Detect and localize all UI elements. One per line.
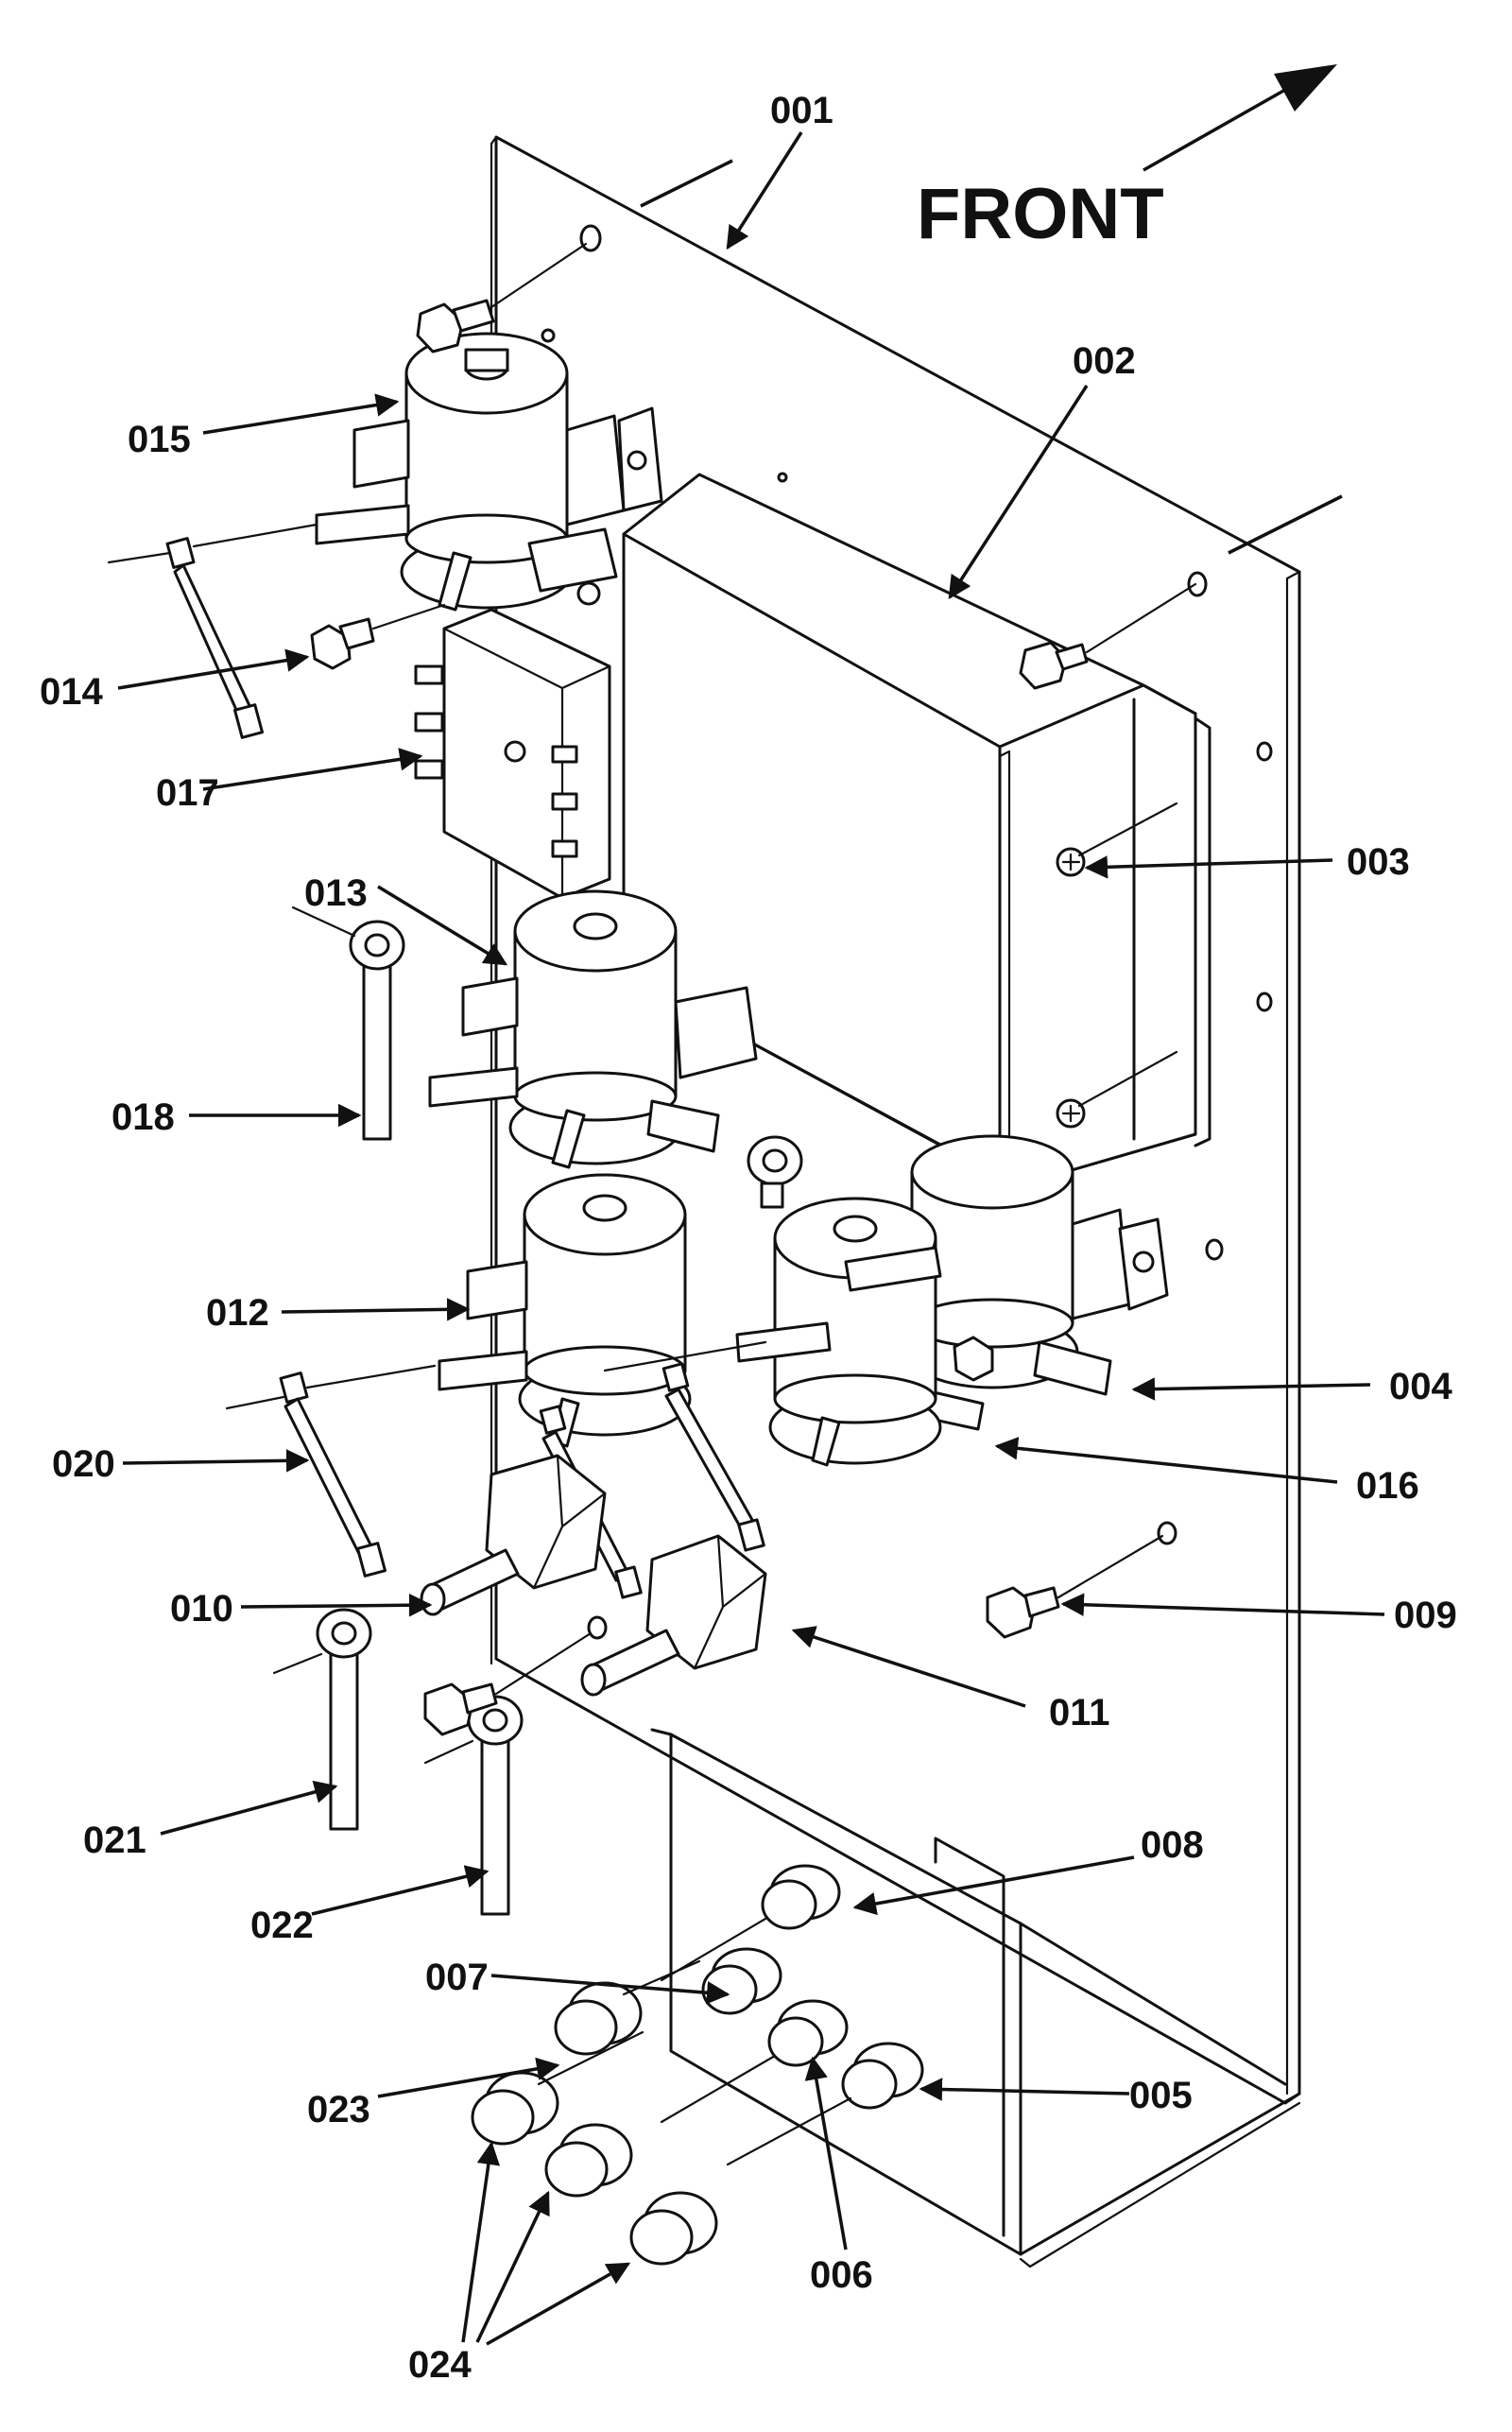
- front-indicator: FRONT: [917, 64, 1337, 254]
- callout-016: 016: [1356, 1465, 1419, 1507]
- callout-006: 006: [810, 2254, 873, 2296]
- front-arrow-shaft: [1143, 88, 1286, 172]
- hex-fitting-010: [420, 1454, 607, 1616]
- hex-bolt-014: [310, 603, 446, 670]
- fitting-007: [701, 1947, 782, 2015]
- callout-labels: 001 002 003 004 005 006 007 008 009 010 …: [40, 90, 1457, 2386]
- mounting-panel: [490, 135, 1301, 2268]
- screw-003-upper: [1056, 802, 1178, 877]
- solenoid-valve-013: [428, 889, 758, 1169]
- fitting-006: [660, 1999, 849, 2124]
- solenoid-valve-015: [315, 328, 663, 612]
- callout-002: 002: [1073, 340, 1136, 382]
- callout-011: 011: [1049, 1692, 1110, 1733]
- pin-eye-right: [747, 1135, 803, 1209]
- callout-004: 004: [1389, 1366, 1452, 1407]
- callout-017: 017: [156, 772, 219, 814]
- callout-015: 015: [128, 419, 191, 460]
- hex-bolt: [1019, 582, 1197, 690]
- callout-001: 001: [770, 90, 833, 131]
- hex-fitting-011: [580, 1534, 767, 1697]
- callout-022: 022: [250, 1905, 314, 1946]
- front-arrow-head: [1274, 64, 1337, 112]
- solenoid-valve-012: [438, 1173, 832, 1448]
- hex-bolt-015: [416, 242, 588, 354]
- callout-003: 003: [1347, 841, 1410, 883]
- hex-bolt-lower: [423, 1631, 593, 1736]
- hex-bolt-009: [986, 1534, 1164, 1639]
- control-box: [622, 473, 1211, 1188]
- leader-lines: [117, 131, 1385, 2346]
- fitting-024-a: [471, 2030, 644, 2146]
- callout-013: 013: [304, 872, 368, 914]
- callout-008: 008: [1141, 1824, 1204, 1866]
- fitting-024-b: [544, 2123, 633, 2198]
- front-label: FRONT: [917, 174, 1164, 254]
- callout-007: 007: [425, 1957, 489, 1998]
- callout-023: 023: [307, 2089, 370, 2130]
- callout-018: 018: [112, 1096, 175, 1138]
- pin-018: [291, 906, 405, 1141]
- callout-020: 020: [52, 1443, 115, 1485]
- fitting-005: [726, 2042, 924, 2166]
- callout-010: 010: [170, 1588, 233, 1630]
- callout-005: 005: [1129, 2075, 1193, 2116]
- fitting-008: [660, 1864, 841, 1982]
- cable-tie-020: [225, 1364, 437, 1578]
- screw-003-lower: [1056, 1050, 1178, 1129]
- solenoid-valve-right: [905, 1134, 1169, 1431]
- callout-014: 014: [40, 671, 103, 713]
- fitting-024-c: [629, 2191, 718, 2266]
- relay: [414, 608, 611, 900]
- cable-tie-mid-2: [662, 1362, 765, 1552]
- pin-021: [272, 1608, 372, 1831]
- callout-009: 009: [1394, 1595, 1457, 1636]
- callout-021: 021: [83, 1820, 146, 1861]
- cable-tie-top: [107, 523, 318, 739]
- solenoid-valve-middle-right: [768, 1197, 994, 1467]
- callout-012: 012: [206, 1292, 269, 1334]
- callout-024: 024: [408, 2344, 472, 2386]
